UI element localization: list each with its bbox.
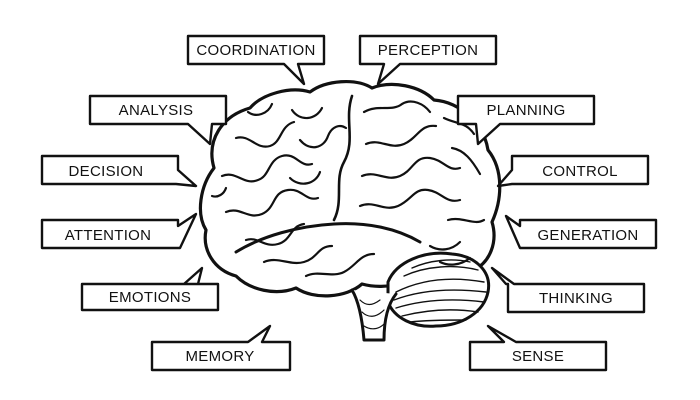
decision-label: DECISION [69, 163, 144, 180]
cerebellum [386, 251, 491, 328]
label-perception: PERCEPTION [358, 34, 498, 86]
label-attention: ATTENTION [40, 212, 198, 250]
attention-label: ATTENTION [65, 227, 152, 244]
central-sulcus [332, 94, 354, 222]
perception-label: PERCEPTION [378, 42, 479, 59]
control-label: CONTROL [542, 163, 617, 180]
callout-bubble [358, 34, 498, 86]
label-memory: MEMORY [150, 324, 292, 372]
callout-bubble [468, 324, 608, 372]
callout-bubble [88, 94, 228, 146]
callout-bubble [150, 324, 292, 372]
generation-label: GENERATION [537, 227, 638, 244]
label-planning: PLANNING [456, 94, 596, 146]
callout-bubble [456, 94, 596, 146]
label-thinking: THINKING [490, 266, 646, 314]
analysis-label: ANALYSIS [119, 102, 194, 119]
brain-illustration [198, 80, 502, 342]
cerebrum-outline [198, 80, 502, 298]
label-emotions: EMOTIONS [80, 266, 220, 312]
brainstem-lines [359, 299, 385, 330]
callout-bubble [40, 154, 198, 188]
label-control: CONTROL [496, 154, 650, 188]
label-analysis: ANALYSIS [88, 94, 228, 146]
memory-label: MEMORY [185, 348, 254, 365]
sylvian-fissure [234, 222, 422, 254]
brainstem [350, 288, 398, 342]
callout-bubble [40, 212, 198, 250]
callout-bubble [496, 154, 650, 188]
label-coordination: COORDINATION [186, 34, 326, 86]
callout-bubble [490, 266, 646, 314]
label-generation: GENERATION [504, 214, 658, 250]
sense-label: SENSE [512, 348, 564, 365]
callout-bubble [80, 266, 220, 312]
callout-bubble [186, 34, 326, 86]
callout-bubble [504, 214, 658, 250]
emotions-label: EMOTIONS [109, 289, 191, 306]
coordination-label: COORDINATION [196, 42, 315, 59]
label-decision: DECISION [40, 154, 198, 188]
planning-label: PLANNING [486, 102, 565, 119]
label-sense: SENSE [468, 324, 608, 372]
thinking-label: THINKING [539, 290, 613, 307]
